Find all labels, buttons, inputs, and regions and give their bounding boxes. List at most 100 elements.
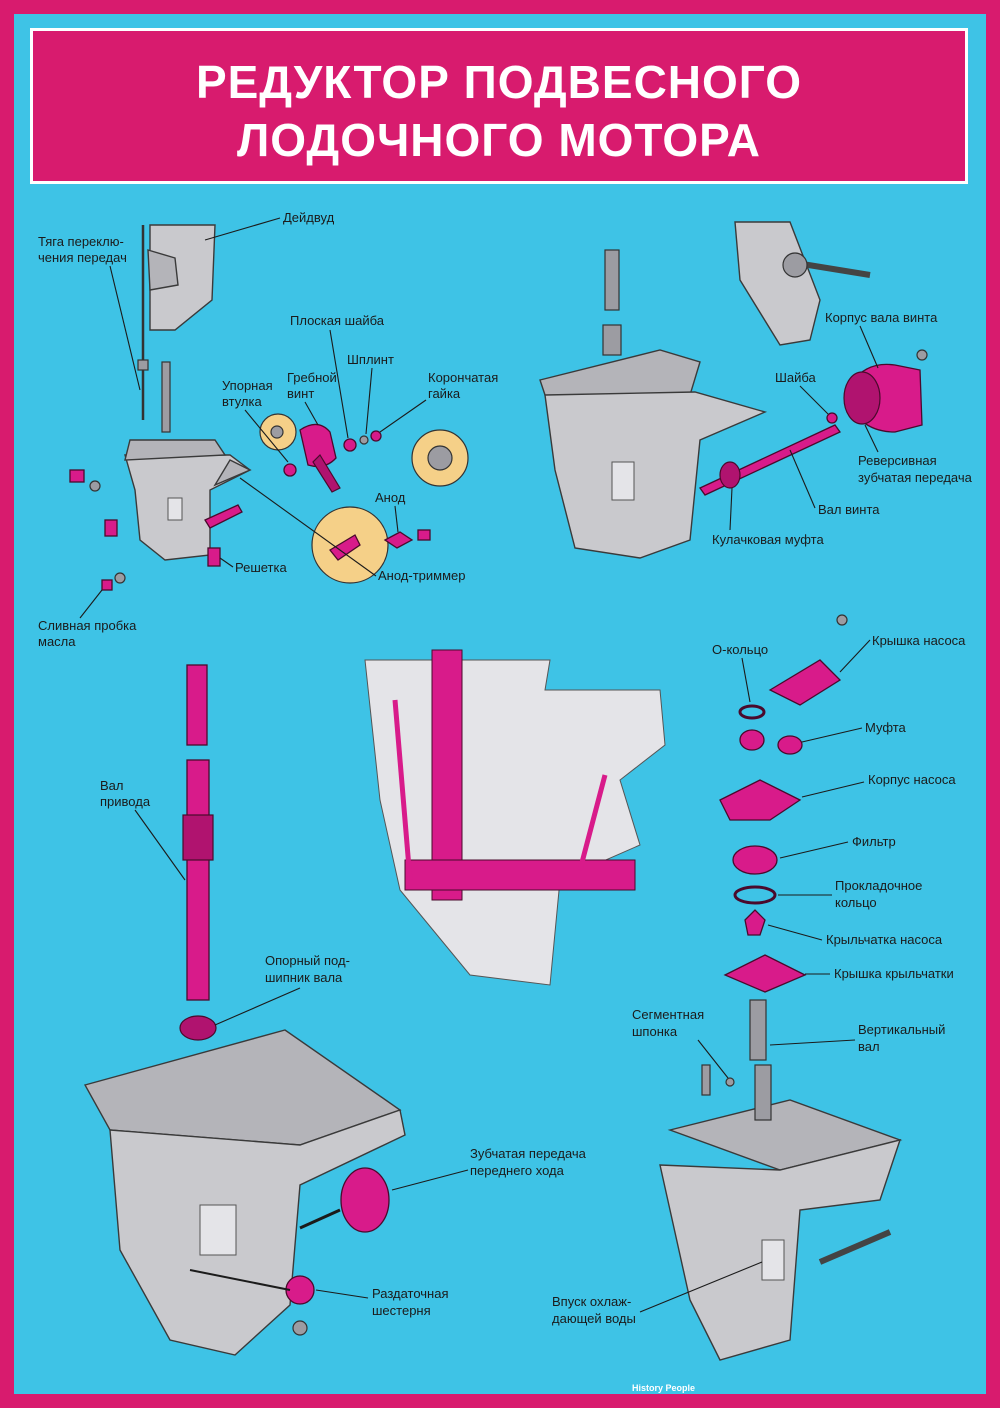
impeller-cover: [723, 954, 807, 993]
label-korpus-nasosa: Корпус насоса: [868, 772, 956, 787]
seal-ring: [733, 885, 777, 905]
leader-upornaya: [244, 409, 289, 463]
leader-vpusk: [639, 1261, 763, 1313]
anode-plate: [383, 531, 414, 549]
label-upornaya-2: втулка: [222, 394, 262, 409]
cutaway-driveshaft: [431, 649, 463, 901]
label-kryshka-krylchatki: Крышка крыльчатки: [834, 966, 954, 981]
label-revers-1: Реверсивная: [858, 453, 937, 468]
label-razd-2: шестерня: [372, 1303, 431, 1318]
cutaway-propshaft: [404, 859, 636, 891]
prop-shaft-part: [204, 504, 243, 529]
propeller-hub: [299, 423, 337, 468]
label-shaiba: Шайба: [775, 370, 817, 385]
title-banner: РЕДУКТОР ПОДВЕСНОГО ЛОДОЧНОГО МОТОРА: [30, 28, 968, 184]
cutaway-section: [364, 649, 666, 986]
pinion-nut: [292, 1320, 308, 1336]
leader-reshetka: [219, 557, 234, 568]
gearcase-top-right: [539, 221, 928, 559]
title-line-2: ЛОДОЧНОГО МОТОРА: [236, 114, 762, 166]
pump-impeller: [744, 909, 766, 936]
label-vert-1: Вертикальный: [858, 1022, 945, 1037]
housing-top-deck: [124, 439, 227, 461]
oil-plug-upper: [69, 469, 85, 483]
leader-razd: [315, 1289, 369, 1299]
forward-gear-arrow: [299, 1208, 341, 1230]
leader-filtr: [779, 841, 849, 859]
dog-clutch: [719, 461, 741, 489]
label-koronch-1: Корончатая: [428, 370, 498, 385]
title-line-1: РЕДУКТОР ПОДВЕСНОГО: [195, 56, 803, 108]
label-koronch-2: гайка: [428, 386, 461, 401]
castle-nut-detail-icon: [427, 445, 453, 471]
pump-cover: [768, 659, 842, 706]
label-krylchatka-nasosa: Крыльчатка насоса: [826, 932, 943, 947]
leader-korpus-vala: [859, 325, 879, 369]
thrust-bushing: [283, 463, 297, 477]
label-prokl-2: кольцо: [835, 895, 877, 910]
o-ring: [738, 704, 766, 720]
cutaway-shift-rod: [392, 699, 413, 881]
forward-gear: [340, 1167, 390, 1233]
label-segm-1: Сегментная: [632, 1007, 704, 1022]
pinion-gear: [285, 1275, 315, 1305]
woodruff-key: [725, 1077, 735, 1087]
bushing-detail-icon: [270, 425, 284, 439]
label-vpusk-2: дающей воды: [552, 1311, 636, 1326]
label-korpus-vala: Корпус вала винта: [825, 310, 938, 325]
water-pump-bottom-right: [659, 614, 903, 1361]
shaft-bearing-lower: [179, 1015, 217, 1041]
shift-rod-bushing: [137, 359, 149, 371]
housing-screw: [916, 349, 928, 361]
leader-tyaga: [109, 265, 141, 391]
lower-gear-housing-bottom-left: [109, 1109, 406, 1356]
gearcase-bottom-left: [83, 664, 406, 1356]
label-ploskaya-shaiba: Плоская шайба: [290, 313, 385, 328]
label-tyaga-1: Тяга переклю-: [38, 234, 124, 249]
leader-slivnaya: [79, 589, 103, 619]
label-reshetka: Решетка: [235, 560, 287, 575]
label-zub-2: переднего хода: [470, 1163, 565, 1178]
grille: [207, 547, 221, 567]
label-upornaya-1: Упорная: [222, 378, 273, 393]
leader-vert: [769, 1039, 856, 1046]
leader-anod: [394, 505, 399, 533]
coupling-small: [777, 735, 803, 755]
drive-shaft-upper: [186, 664, 208, 746]
pump-housing: [719, 779, 802, 821]
label-opor-2: шипник вала: [265, 970, 343, 985]
label-prokl-1: Прокладочное: [835, 878, 922, 893]
pump-screw: [836, 614, 848, 626]
cutaway-housing: [364, 659, 666, 986]
anti-cavitation-plate: [213, 459, 252, 487]
label-kryshka-nasosa: Крышка насоса: [872, 633, 966, 648]
top-right-labels: Корпус вала винта Шайба Реверсивная зубч…: [712, 310, 973, 547]
water-intake-bottom-left: [199, 1204, 237, 1256]
leader-grebnoy: [304, 401, 319, 426]
coupling: [739, 729, 765, 751]
bottom-left-labels: Вал привода Опорный под- шипник вала Зуб…: [100, 778, 587, 1318]
washer-top-right: [826, 412, 838, 424]
oil-plug-washer: [89, 480, 101, 492]
lower-gear-housing-top-right: [544, 391, 768, 559]
leader-mufta: [801, 727, 863, 743]
anode-bolt: [417, 529, 431, 541]
label-shplint: Шплинт: [347, 352, 394, 367]
flat-washer: [343, 438, 357, 452]
label-slivnaya-1: Сливная пробка: [38, 618, 137, 633]
label-segm-2: шпонка: [632, 1024, 678, 1039]
vertical-shaft-lower: [754, 1064, 772, 1121]
water-intake: [167, 497, 183, 521]
drain-plug-washer: [114, 572, 126, 584]
castle-nut: [370, 430, 382, 442]
gearcase-top-left: [69, 224, 469, 591]
leader-shaiba: [799, 385, 829, 415]
leader-zub: [391, 1169, 469, 1191]
footer-brand: History People: [632, 1383, 696, 1393]
leader-korpus-nasosa: [801, 781, 865, 798]
trim-anode-detail-icon: [329, 534, 361, 561]
water-intake-top-right: [611, 461, 635, 501]
leader-o-kolco: [741, 657, 751, 703]
drain-plug: [101, 579, 113, 591]
label-anod: Анод: [375, 490, 406, 505]
